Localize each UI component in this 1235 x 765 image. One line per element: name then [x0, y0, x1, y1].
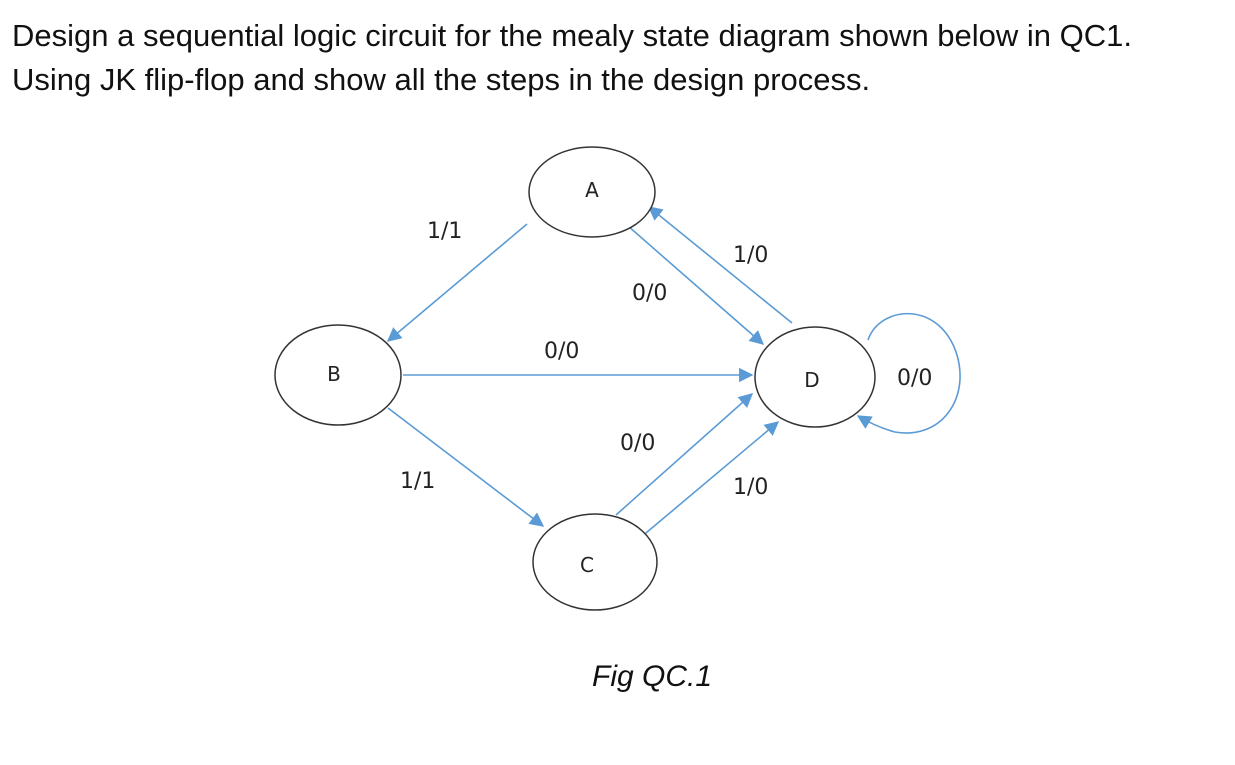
figure-caption: Fig QC.1: [592, 660, 713, 693]
edge-b-to-c: [387, 407, 545, 527]
state-c-node: [532, 513, 658, 611]
question-line-1: Design a sequential logic circuit for th…: [12, 18, 1132, 53]
edge-d-to-a-label: 1/0: [733, 243, 768, 268]
question-line-2: Using JK flip-flop and show all the step…: [12, 62, 871, 97]
state-c-label: C: [580, 553, 594, 577]
state-b-label: B: [327, 362, 341, 386]
state-d-node: [754, 326, 876, 428]
edge-b-to-d-label: 0/0: [544, 339, 579, 364]
edge-a-to-d: [627, 225, 765, 345]
edge-c-to-d-lower-label: 1/0: [733, 475, 768, 500]
edge-b-to-c-label: 1/1: [400, 469, 435, 494]
edge-c-to-d-upper: [615, 393, 754, 516]
edge-c-to-d-upper-label: 0/0: [620, 431, 655, 456]
edge-a-to-b: [386, 223, 528, 342]
edge-a-to-b-label: 1/1: [427, 219, 462, 244]
edge-d-self-loop: [856, 312, 961, 434]
edge-c-to-d-lower: [639, 421, 780, 539]
state-a-node: [528, 146, 656, 238]
state-b-node: [274, 324, 402, 426]
edge-a-to-d-label: 0/0: [632, 281, 667, 306]
edge-d-to-a: [647, 206, 793, 324]
state-a-label: A: [585, 178, 599, 202]
question-text: Design a sequential logic circuit for th…: [12, 14, 1227, 102]
state-d-label: D: [804, 368, 819, 392]
edge-d-self-loop-label: 0/0: [897, 366, 932, 391]
